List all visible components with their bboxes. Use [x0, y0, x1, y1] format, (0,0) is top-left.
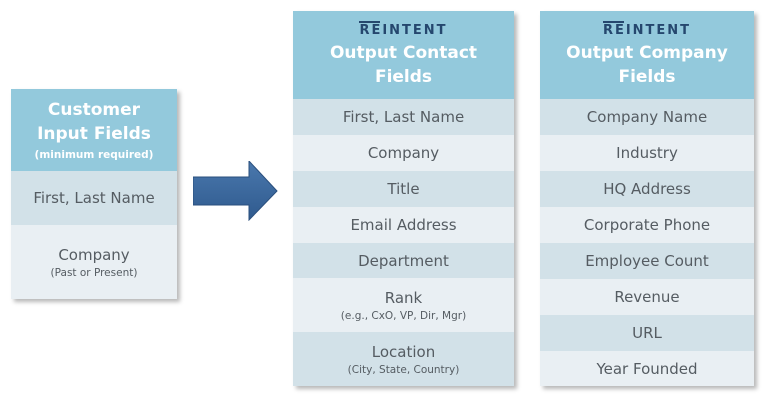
company-field-row: Industry	[540, 135, 754, 171]
input-card-header: Customer Input Fields (minimum required)	[11, 89, 177, 171]
contact-field-label: Title	[387, 180, 420, 198]
contact-field-label: Email Address	[350, 216, 457, 234]
contact-field-note: (e.g., CxO, VP, Dir, Mgr)	[340, 309, 467, 322]
contact-field-row: Title	[293, 171, 514, 207]
contact-card-header: REINTENT Output Contact Fields	[293, 11, 514, 99]
contact-field-row: Location (City, State, Country)	[293, 332, 514, 386]
contact-field-row: Email Address	[293, 207, 514, 243]
contact-field-label: Location	[371, 342, 436, 361]
reintent-logo: REINTENT	[602, 20, 692, 38]
company-card-header: REINTENT Output Company Fields	[540, 11, 754, 99]
contact-card-title-line2: Fields	[374, 66, 433, 87]
company-card-title-line2: Fields	[618, 66, 676, 87]
company-card-title-line1: Output Company	[566, 42, 728, 63]
company-field-label: Company Name	[586, 108, 708, 126]
company-field-row: Employee Count	[540, 243, 754, 279]
company-field-label: Revenue	[614, 288, 680, 306]
company-field-row: Revenue	[540, 279, 754, 315]
company-field-label: URL	[632, 324, 662, 342]
contact-field-label: Rank	[384, 288, 423, 307]
input-card-title-line1: Customer	[47, 100, 141, 120]
input-card-title-line2: Input Fields	[37, 124, 151, 144]
contact-field-note: (City, State, Country)	[347, 363, 460, 376]
contact-field-row: Company	[293, 135, 514, 171]
company-field-label: Year Founded	[596, 359, 698, 378]
input-row-label: Company	[58, 245, 130, 264]
contact-field-label: First, Last Name	[342, 108, 465, 126]
input-row: First, Last Name	[11, 171, 177, 225]
input-row-note: (Past or Present)	[50, 266, 138, 279]
company-field-label: Employee Count	[585, 252, 709, 270]
input-card-subtitle: (minimum required)	[34, 149, 154, 161]
output-contact-card: REINTENT Output Contact Fields First, La…	[293, 11, 514, 386]
input-row: Company (Past or Present)	[11, 225, 177, 299]
input-row-label: First, Last Name	[33, 189, 155, 207]
contact-field-row: Department	[293, 243, 514, 278]
contact-field-label: Department	[358, 251, 449, 270]
company-field-row: Company Name	[540, 99, 754, 135]
company-field-row: Year Founded	[540, 351, 754, 386]
customer-input-card: Customer Input Fields (minimum required)…	[11, 89, 177, 299]
company-field-row: URL	[540, 315, 754, 351]
contact-card-title-line1: Output Contact	[329, 42, 478, 63]
company-field-label: Corporate Phone	[583, 216, 711, 234]
output-company-card: REINTENT Output Company Fields Company N…	[540, 11, 754, 386]
reintent-logo: REINTENT	[359, 20, 448, 38]
company-field-label: Industry	[616, 144, 678, 162]
contact-field-row: Rank (e.g., CxO, VP, Dir, Mgr)	[293, 278, 514, 332]
company-field-row: Corporate Phone	[540, 207, 754, 243]
contact-field-row: First, Last Name	[293, 99, 514, 135]
right-arrow-icon	[193, 161, 278, 221]
contact-field-label: Company	[367, 144, 440, 162]
company-field-label: HQ Address	[603, 180, 691, 198]
company-field-row: HQ Address	[540, 171, 754, 207]
